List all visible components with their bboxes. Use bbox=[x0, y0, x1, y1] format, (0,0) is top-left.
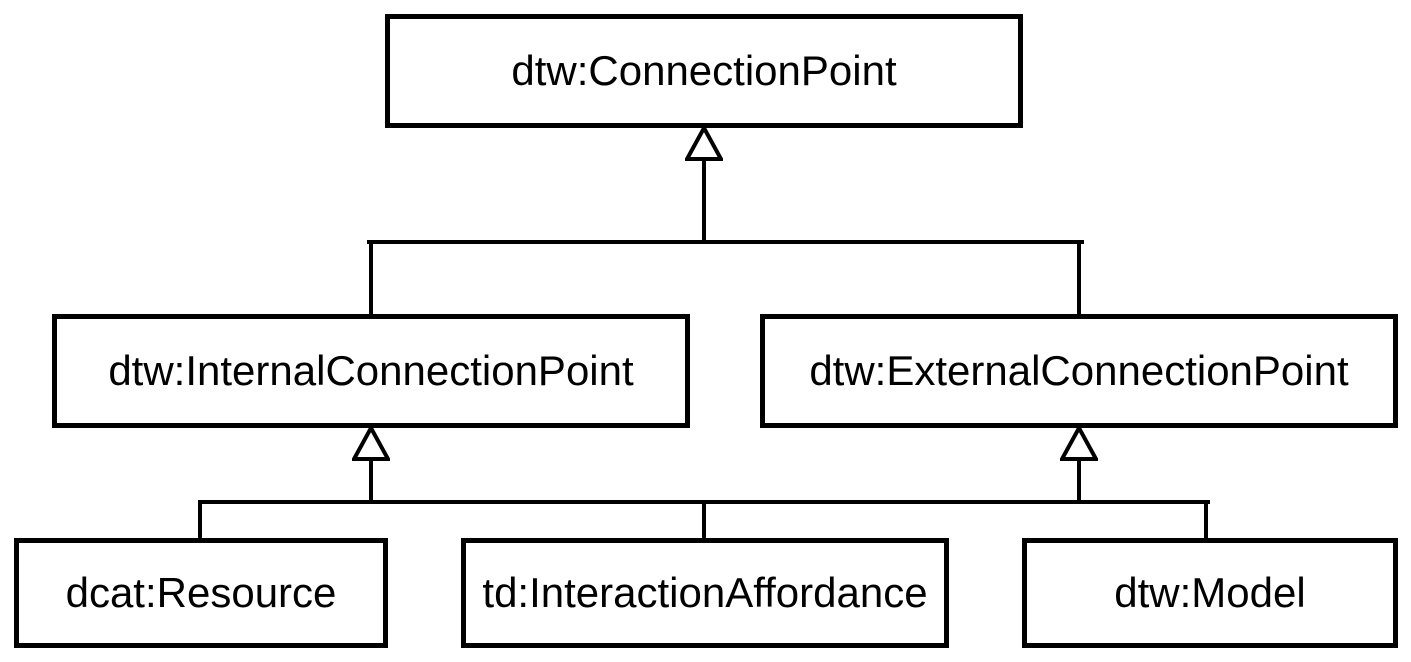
class-box-td-interaction-affordance: td:InteractionAffordance bbox=[461, 538, 949, 648]
class-label-dtw-connection-point: dtw:ConnectionPoint bbox=[511, 47, 897, 94]
connector-stem-to-internal bbox=[369, 459, 373, 504]
class-box-dtw-internal-connection-point: dtw:InternalConnectionPoint bbox=[52, 314, 690, 428]
class-box-dtw-model: dtw:Model bbox=[1022, 538, 1398, 648]
class-label-dtw-external-connection-point: dtw:ExternalConnectionPoint bbox=[809, 347, 1349, 394]
generalization-triangle-icon bbox=[352, 426, 390, 461]
connector-drop-dtw-model bbox=[1204, 500, 1208, 542]
class-label-td-interaction-affordance: td:InteractionAffordance bbox=[482, 569, 928, 616]
connector-drop-td-interaction-affordance bbox=[702, 500, 706, 542]
class-label-dcat-resource: dcat:Resource bbox=[65, 569, 337, 616]
connector-stem-to-connection-point bbox=[702, 158, 706, 244]
generalization-triangle-icon bbox=[1060, 426, 1098, 461]
class-box-dtw-connection-point: dtw:ConnectionPoint bbox=[385, 14, 1023, 128]
class-box-dcat-resource: dcat:Resource bbox=[14, 538, 388, 648]
connector-stem-to-external bbox=[1077, 459, 1081, 504]
connector-drop-external bbox=[1077, 240, 1081, 318]
class-box-dtw-external-connection-point: dtw:ExternalConnectionPoint bbox=[760, 314, 1398, 428]
connector-drop-internal bbox=[369, 240, 373, 318]
class-label-dtw-model: dtw:Model bbox=[1114, 569, 1306, 616]
generalization-triangle-icon bbox=[685, 126, 723, 161]
class-label-dtw-internal-connection-point: dtw:InternalConnectionPoint bbox=[108, 347, 634, 394]
connector-bus-level2 bbox=[367, 240, 1084, 244]
connector-drop-dcat-resource bbox=[198, 500, 202, 542]
